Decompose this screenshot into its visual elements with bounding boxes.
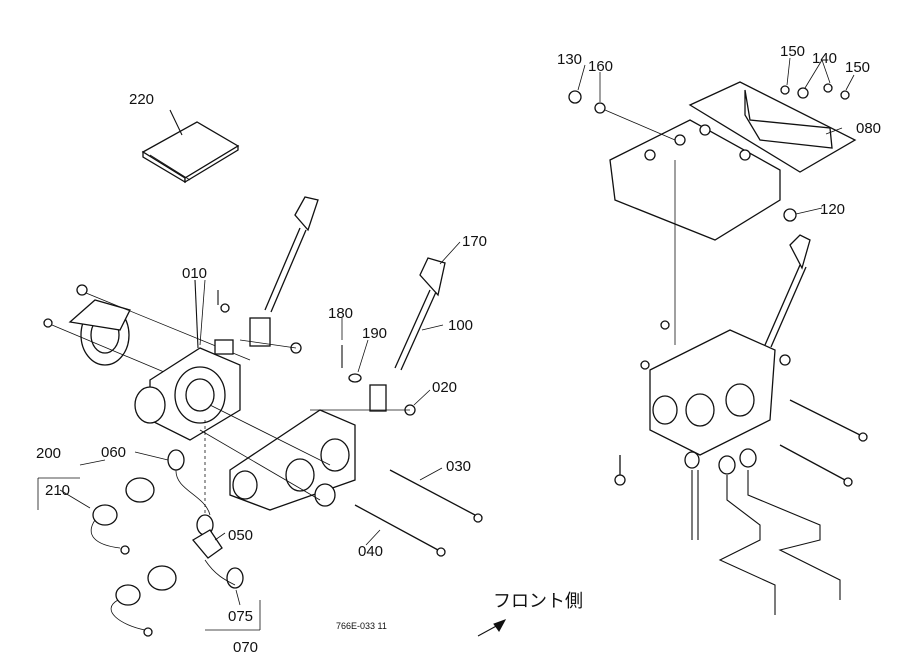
callout-120: 120 <box>820 201 845 218</box>
callout-200: 200 <box>36 445 61 462</box>
part-right-hoses <box>684 448 841 615</box>
leader-lines <box>59 57 855 606</box>
callout-130: 130 <box>557 51 582 68</box>
callout-160: 160 <box>588 58 613 75</box>
callout-030: 030 <box>446 458 471 475</box>
part-mounting-bracket <box>568 81 857 345</box>
callout-210: 210 <box>45 482 70 499</box>
callout-040: 040 <box>358 543 383 560</box>
callout-150-b: 150 <box>845 59 870 76</box>
part-couplers <box>37 420 261 637</box>
callout-150-a: 150 <box>780 43 805 60</box>
callout-170: 170 <box>462 233 487 250</box>
callout-060: 060 <box>101 444 126 461</box>
part-right-valve-assembly <box>614 234 868 487</box>
callout-075: 075 <box>228 608 253 625</box>
part-manual <box>141 109 240 184</box>
part-valve-body-010 <box>134 279 241 441</box>
callout-070: 070 <box>233 639 258 656</box>
part-right-lever-100 <box>310 257 446 416</box>
callout-140: 140 <box>812 50 837 67</box>
callout-010: 010 <box>182 265 207 282</box>
callout-180: 180 <box>328 305 353 322</box>
part-valve-section <box>199 404 356 511</box>
part-left-lever <box>239 196 319 354</box>
front-side-label: フロント側 <box>493 591 583 612</box>
callout-050: 050 <box>228 527 253 544</box>
drawing-number: 766E-033 11 <box>336 621 387 631</box>
callout-020: 020 <box>432 379 457 396</box>
part-tie-bolts <box>354 469 483 557</box>
callout-080: 080 <box>856 120 881 137</box>
front-arrow <box>477 619 507 637</box>
callout-220: 220 <box>129 91 154 108</box>
callout-100: 100 <box>448 317 473 334</box>
callout-190: 190 <box>362 325 387 342</box>
part-valve-flange <box>43 284 251 386</box>
